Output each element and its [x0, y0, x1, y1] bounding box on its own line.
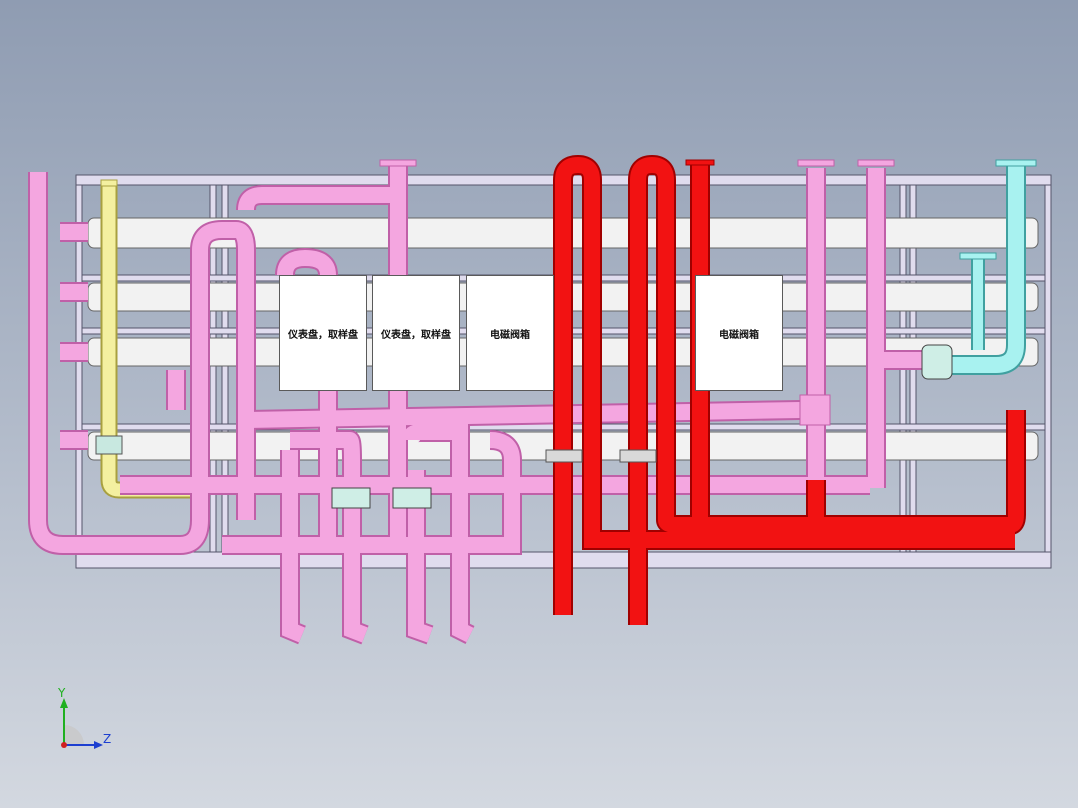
solenoid-valve-box-2: 电磁阀箱 [695, 275, 783, 391]
axis-y-label: Y [58, 686, 66, 700]
yellow-pipe [95, 179, 210, 499]
instrument-panel-2: 仪表盘，取样盘 [372, 275, 460, 391]
solenoid-valve-box-1: 电磁阀箱 [466, 275, 554, 391]
panel-label: 电磁阀箱 [719, 329, 759, 341]
axis-z-label: Z [103, 732, 112, 746]
panel-label: 仪表盘，取样盘 [381, 329, 451, 341]
panel-label: 电磁阀箱 [490, 329, 530, 341]
instrument-panel-1: 仪表盘，取样盘 [279, 275, 367, 391]
axis-triad-icon [60, 698, 103, 749]
cyan-pipe [921, 159, 1037, 380]
pink-pipes [28, 159, 930, 645]
panel-label: 仪表盘，取样盘 [288, 329, 358, 341]
